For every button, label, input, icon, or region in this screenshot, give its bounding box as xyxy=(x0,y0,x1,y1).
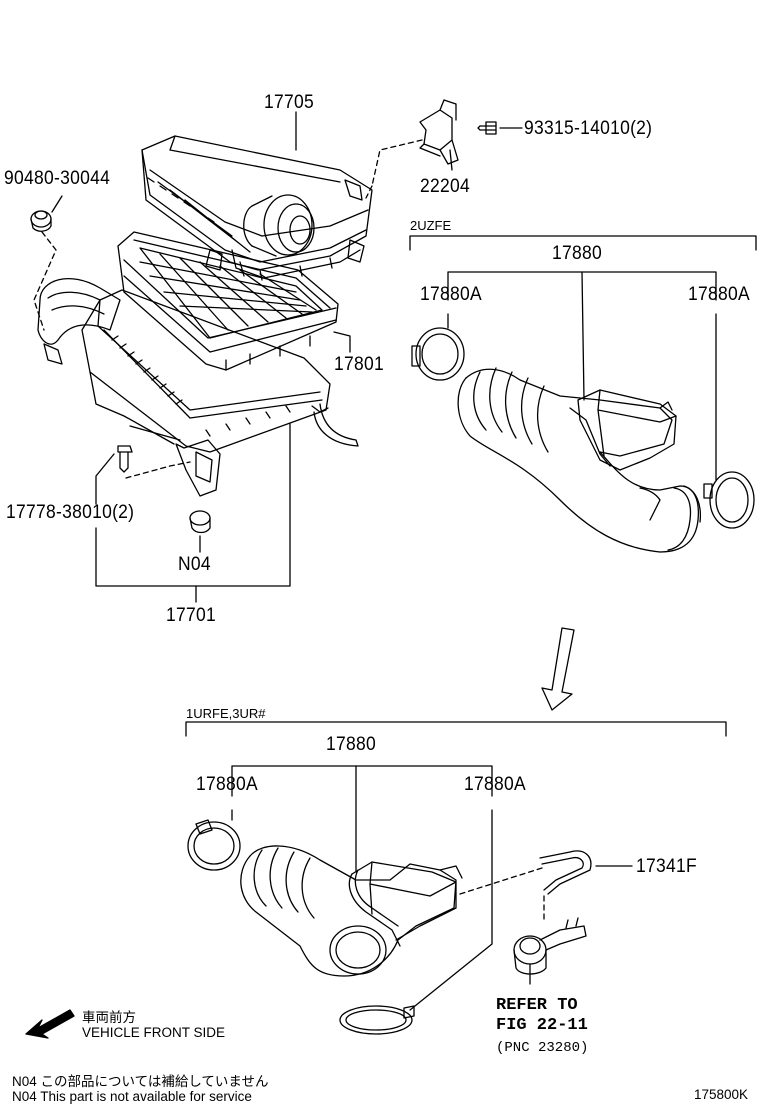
note-en: N04 This part is not available for servi… xyxy=(12,1089,252,1104)
label-17880A-bot-right[interactable]: 17880A xyxy=(464,774,526,795)
dash-22204 xyxy=(365,139,423,199)
vsv-valve-drawing xyxy=(513,917,587,985)
direction-jp: 車両前方 xyxy=(82,1010,136,1025)
mass-air-flow-meter-drawing xyxy=(419,99,459,165)
label-22204[interactable]: 22204 xyxy=(420,176,470,197)
label-17705[interactable]: 17705 xyxy=(264,92,314,113)
label-17701[interactable]: 17701 xyxy=(166,605,216,626)
vehicle-front-arrow-icon xyxy=(25,1009,75,1039)
leader-17801 xyxy=(333,331,351,353)
leader-90480 xyxy=(51,195,63,213)
hose-17341f-drawing xyxy=(539,850,592,895)
air-cleaner-cap-drawing xyxy=(141,135,373,281)
grommet-90480-drawing xyxy=(30,210,52,232)
reference-line3: (PNC 23280) xyxy=(496,1040,589,1056)
figure-id: 175800K xyxy=(694,1087,749,1102)
label-17880A-bot-left[interactable]: 17880A xyxy=(196,774,258,795)
variant-1urfe: 1URFE,3UR# xyxy=(186,706,266,721)
dash-90480 xyxy=(33,231,57,331)
note-jp: N04 この部品については補給していません xyxy=(12,1074,269,1089)
bracket-17880-bot xyxy=(231,765,493,797)
transition-arrow xyxy=(541,627,575,711)
air-cleaner-case-drawing xyxy=(37,278,359,497)
hose-2uzfe-drawing xyxy=(411,327,755,553)
label-17341f[interactable]: 17341F xyxy=(636,856,697,877)
grommet-n04-drawing xyxy=(189,510,211,534)
label-17778[interactable]: 17778-38010(2) xyxy=(6,502,135,523)
label-17801[interactable]: 17801 xyxy=(334,354,384,375)
leader-17778 xyxy=(95,453,115,505)
dash-17778 xyxy=(125,461,191,479)
bracket-17701 xyxy=(95,423,291,587)
air-filter-element-drawing xyxy=(117,231,339,371)
label-17880A-top-left[interactable]: 17880A xyxy=(420,284,482,305)
variant-2uzfe: 2UZFE xyxy=(410,218,452,233)
bolt-17778-drawing xyxy=(117,445,133,473)
label-17880A-top-right[interactable]: 17880A xyxy=(688,284,750,305)
label-93315[interactable]: 93315-14010(2) xyxy=(524,118,653,139)
dash-17341f xyxy=(459,867,543,895)
label-17880-bot[interactable]: 17880 xyxy=(326,734,376,755)
bracket-2uzfe xyxy=(409,235,757,251)
leader-22204 xyxy=(449,149,453,171)
label-n04[interactable]: N04 xyxy=(178,554,211,575)
bracket-1urfe xyxy=(185,721,727,737)
leader-17880-top xyxy=(581,271,585,401)
hose-1urfe-drawing xyxy=(187,819,463,1035)
direction-en: VEHICLE FRONT SIDE xyxy=(82,1025,226,1040)
reference-line1[interactable]: REFER TO xyxy=(496,996,578,1015)
screw-93315-drawing xyxy=(477,121,497,135)
reference-line2[interactable]: FIG 22-11 xyxy=(496,1016,588,1035)
leader-17880A-bot-right xyxy=(409,809,493,1011)
label-17880-top[interactable]: 17880 xyxy=(552,243,602,264)
label-90480[interactable]: 90480-30044 xyxy=(4,168,111,189)
